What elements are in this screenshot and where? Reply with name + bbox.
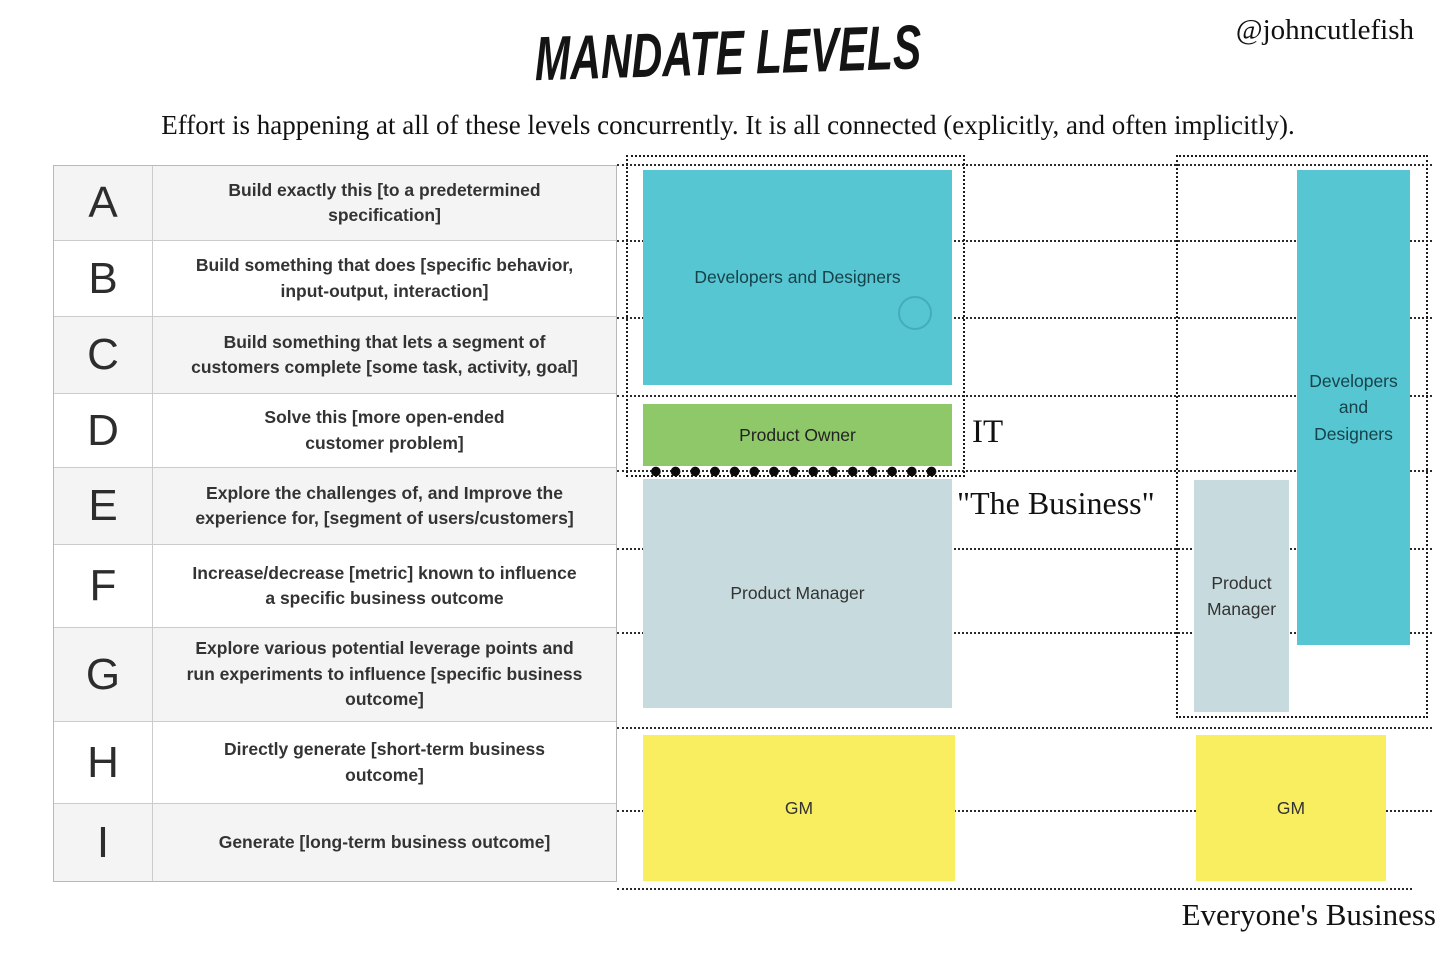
- level-cell: E: [54, 468, 153, 544]
- dots-separator: [646, 465, 942, 478]
- row-divider: [617, 470, 1432, 472]
- everyones-business-label: Everyone's Business: [1181, 897, 1436, 932]
- level-cell: C: [54, 317, 153, 393]
- subtitle: Effort is happening at all of these leve…: [161, 110, 1295, 140]
- row-divider: [617, 810, 1432, 812]
- row-divider: [617, 888, 1412, 890]
- everyones-business-group-outline: [1176, 155, 1428, 718]
- block-product-manager-right: Product Manager: [1194, 480, 1289, 712]
- row-divider: [617, 548, 1432, 550]
- description-cell: Increase/decrease [metric] known to infl…: [192, 562, 577, 608]
- row-divider: [617, 727, 1432, 729]
- circle-mark-icon: [898, 296, 932, 330]
- block-label: GM: [784, 797, 814, 818]
- table-row: G Explore various potential leverage poi…: [54, 628, 616, 722]
- description-cell: Build something that does [specific beha…: [195, 255, 574, 301]
- table-row: D Solve this [more open-ended customer p…: [54, 394, 616, 468]
- page-title: MANDATE LEVELS: [534, 12, 922, 94]
- description-cell: Build something that lets a segment of c…: [191, 331, 578, 377]
- description-cell: Explore various potential leverage point…: [186, 638, 583, 710]
- block-gm-right: GM: [1196, 735, 1386, 881]
- description-cell: Build exactly this [to a predetermined s…: [228, 179, 541, 225]
- row-divider: [617, 164, 1432, 166]
- level-cell: G: [54, 628, 153, 721]
- block-label: Product Owner: [739, 424, 856, 445]
- table-row: E Explore the challenges of, and Improve…: [54, 468, 616, 545]
- table-row: H Directly generate [short-term business…: [54, 722, 616, 804]
- block-label: Developers and Designers: [694, 267, 901, 288]
- table-row: C Build something that lets a segment of…: [54, 317, 616, 394]
- block-gm-left: GM: [643, 735, 955, 881]
- row-divider: [617, 240, 1432, 242]
- table-row: I Generate [long-term business outcome]: [54, 804, 616, 881]
- mandate-table: A Build exactly this [to a predetermined…: [53, 165, 617, 882]
- level-cell: I: [54, 804, 153, 881]
- it-label: IT: [972, 414, 1004, 450]
- table-row: F Increase/decrease [metric] known to in…: [54, 545, 616, 628]
- row-divider: [617, 317, 1432, 319]
- level-cell: B: [54, 241, 153, 316]
- row-divider: [617, 632, 1432, 634]
- level-cell: F: [54, 545, 153, 627]
- block-label: Developers and Designers: [1309, 371, 1398, 444]
- level-cell: H: [54, 722, 153, 803]
- row-divider: [617, 395, 1432, 397]
- level-cell: A: [54, 166, 153, 240]
- block-label: GM: [1276, 797, 1306, 818]
- table-row: B Build something that does [specific be…: [54, 241, 616, 317]
- description-cell: Generate [long-term business outcome]: [218, 831, 551, 852]
- block-developers-designers-right: Developers and Designers: [1297, 170, 1410, 645]
- block-product-owner: Product Owner: [643, 404, 952, 466]
- description-cell: Solve this [more open-ended customer pro…: [264, 407, 505, 453]
- block-developers-designers-left: Developers and Designers: [643, 170, 952, 385]
- the-business-label: "The Business": [957, 485, 1155, 521]
- description-cell: Explore the challenges of, and Improve t…: [195, 482, 574, 528]
- description-cell: Directly generate [short-term business o…: [224, 739, 545, 785]
- author-handle: @johncutlefish: [1235, 14, 1414, 46]
- block-product-manager-left: Product Manager: [643, 479, 952, 708]
- block-label: Product Manager: [1206, 572, 1277, 619]
- level-cell: D: [54, 394, 153, 467]
- block-label: Product Manager: [730, 583, 865, 604]
- table-row: A Build exactly this [to a predetermined…: [54, 166, 616, 241]
